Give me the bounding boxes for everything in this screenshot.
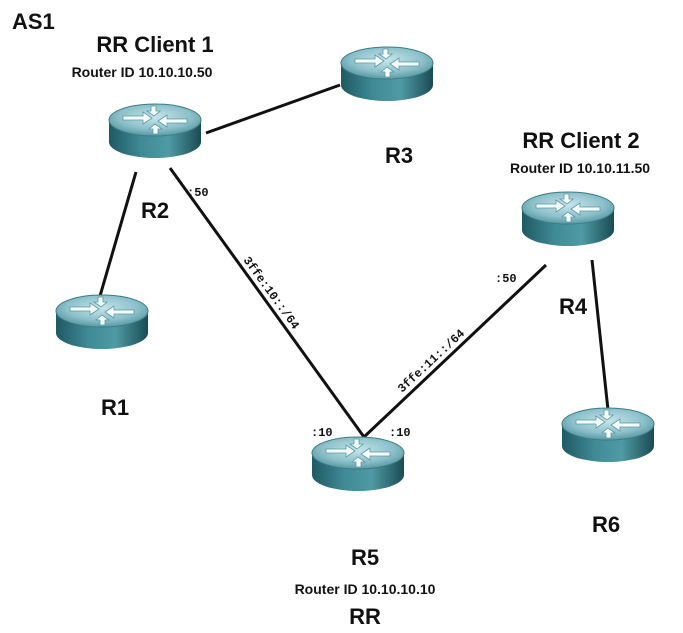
- subnet-label-3ffe-10: 3ffe:10::/64: [240, 254, 302, 332]
- link-r2-r3: [205, 83, 341, 135]
- r1-label: R1: [101, 395, 129, 420]
- r5-right-interface-label: :10: [389, 426, 411, 440]
- r5-label: R5: [351, 545, 379, 570]
- links: [98, 83, 610, 439]
- link-r4-r6: [590, 259, 610, 411]
- r6-label: R6: [592, 512, 620, 537]
- r2-router-id: Router ID 10.10.10.50: [72, 64, 213, 80]
- r2-label: R2: [141, 198, 169, 223]
- link-r5-r4: [362, 263, 548, 439]
- r5-left-interface-label: :10: [311, 426, 333, 440]
- r2-interface-label: :50: [187, 186, 209, 200]
- link-r2-r1: [98, 171, 138, 297]
- r4-router-id: Router ID 10.10.11.50: [510, 160, 650, 176]
- router-icon[interactable]: [340, 46, 434, 102]
- r3-label: R3: [385, 143, 413, 168]
- r5-router-id: Router ID 10.10.10.10: [295, 581, 436, 597]
- link-r2-r5: [168, 167, 366, 438]
- as-label: AS1: [12, 9, 55, 34]
- router-icon[interactable]: [561, 407, 655, 463]
- r4-interface-label: :50: [495, 272, 517, 286]
- router-icon[interactable]: [108, 103, 202, 159]
- r2-role-label: RR Client 1: [96, 32, 213, 57]
- router-icon[interactable]: [55, 294, 149, 350]
- router-icon[interactable]: [311, 436, 405, 492]
- subnet-label-3ffe-11: 3ffe:11::/64: [395, 327, 468, 396]
- r5-role-label: RR: [349, 604, 381, 629]
- router-icon[interactable]: [521, 191, 615, 247]
- r4-label: R4: [559, 294, 588, 319]
- r4-role-label: RR Client 2: [522, 128, 639, 153]
